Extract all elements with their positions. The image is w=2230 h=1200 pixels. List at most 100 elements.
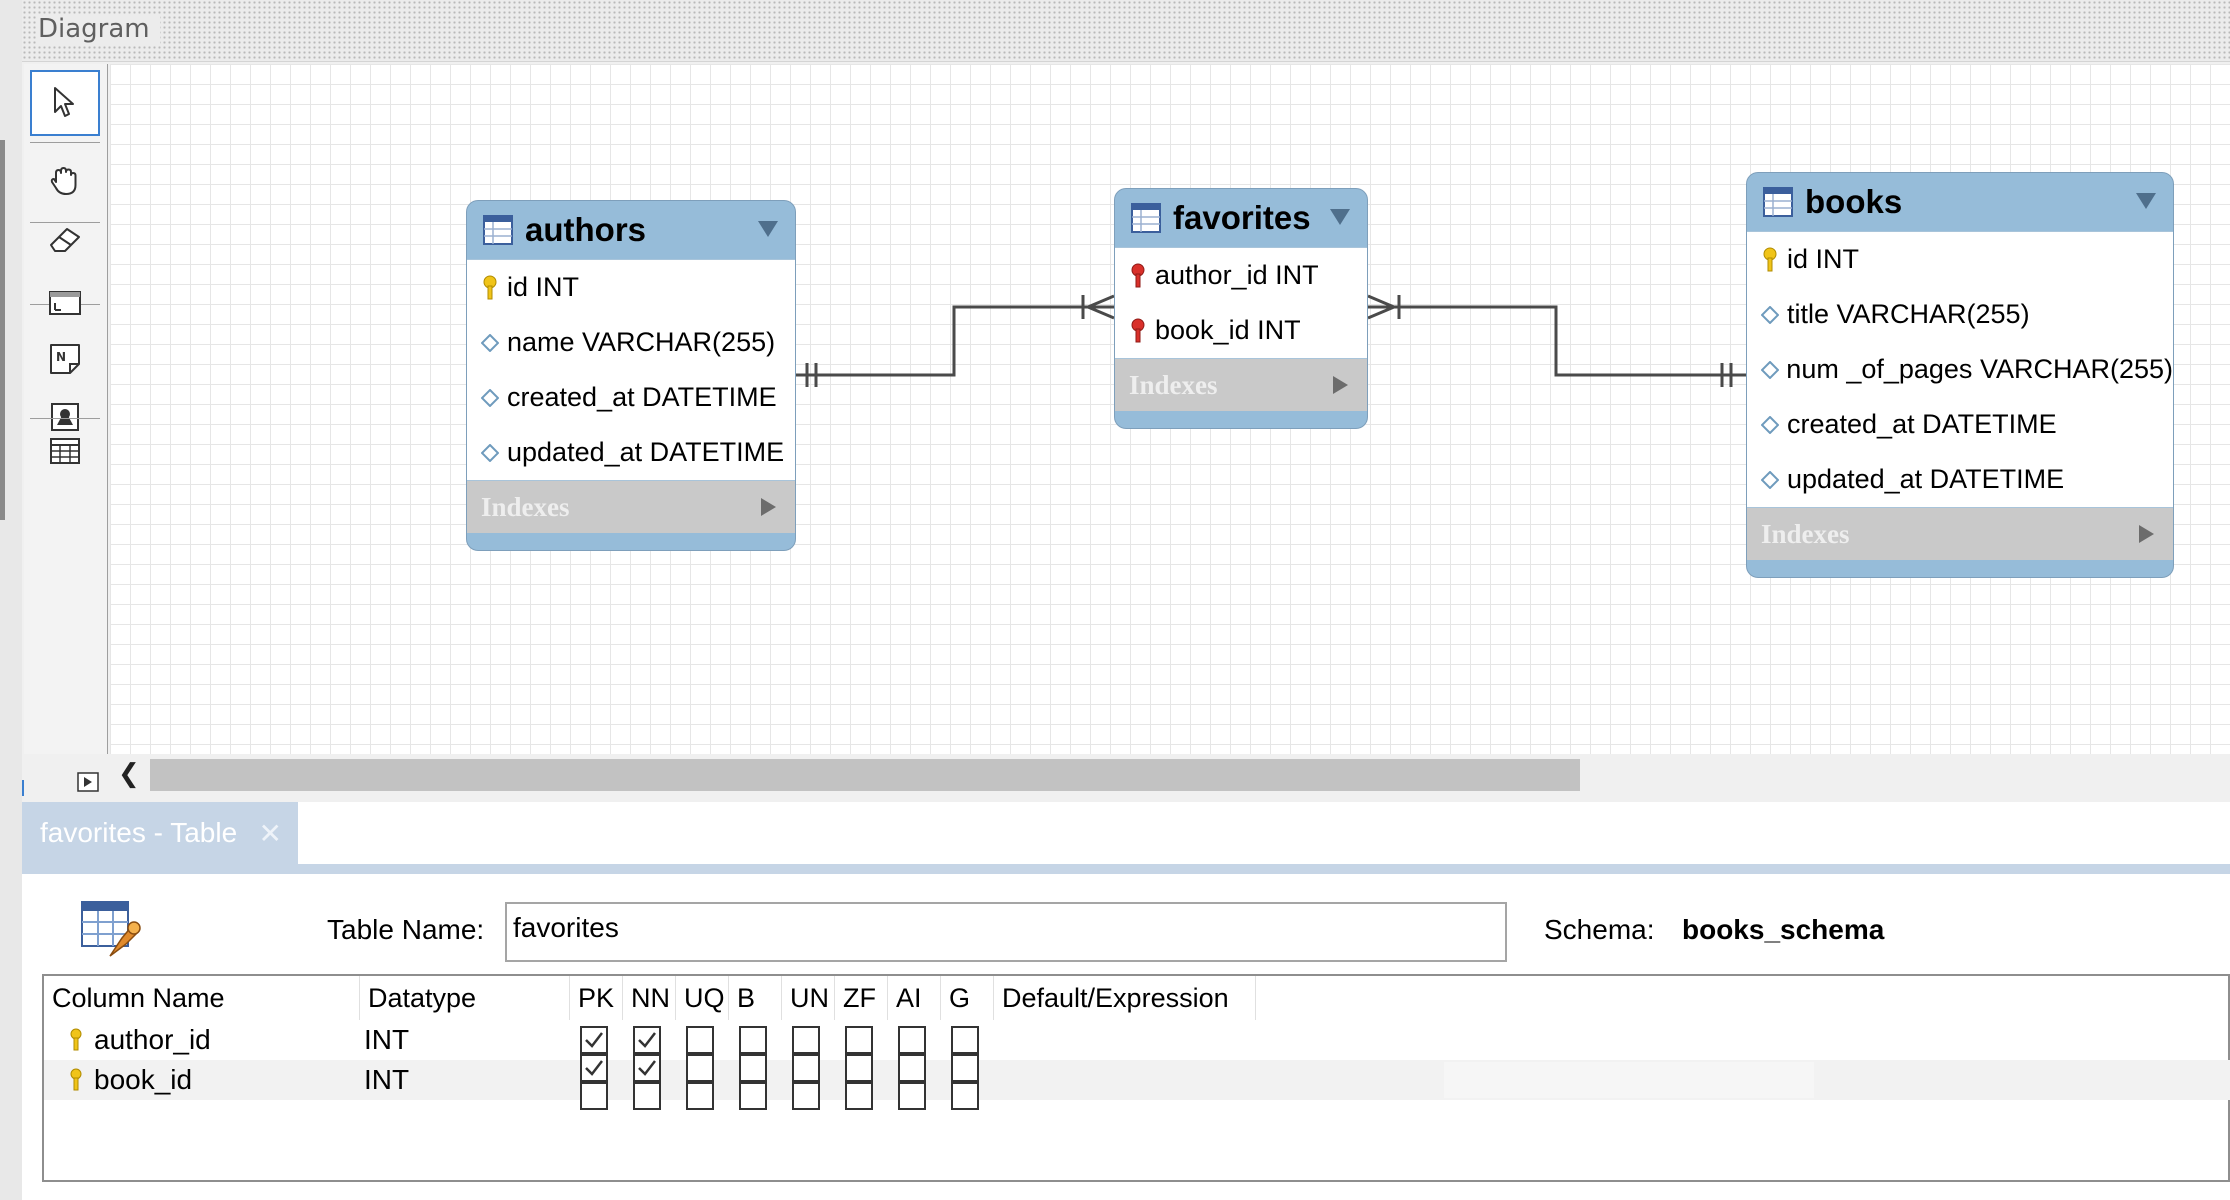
pointer-tool[interactable] (30, 70, 100, 136)
tab-favorites-table[interactable]: favorites - Table ✕ (22, 802, 298, 864)
expand-arrow-icon[interactable] (759, 497, 777, 517)
pk-checkbox[interactable] (580, 1026, 608, 1054)
un-checkbox[interactable] (792, 1026, 820, 1054)
zf-checkbox[interactable] (845, 1082, 873, 1110)
nn-checkbox[interactable] (633, 1054, 661, 1082)
header-g[interactable]: G (941, 976, 994, 1020)
uq-checkbox[interactable] (686, 1026, 714, 1054)
ai-checkbox[interactable] (898, 1026, 926, 1054)
collapse-triangle-icon[interactable] (1329, 207, 1351, 227)
column-item[interactable]: id INT (1747, 232, 2173, 287)
toolbar-separator (30, 142, 100, 143)
header-pk[interactable]: PK (570, 976, 623, 1020)
header-un[interactable]: UN (782, 976, 835, 1020)
column-item[interactable]: updated_at DATETIME (467, 425, 795, 480)
relationship-books-favorites[interactable] (1367, 294, 1746, 387)
indexes-section[interactable]: Indexes (467, 481, 795, 533)
layer-tool[interactable] (30, 270, 100, 336)
column-label: updated_at DATETIME (507, 437, 785, 467)
table-name-input[interactable]: favorites (505, 902, 1507, 962)
g-checkbox[interactable] (951, 1054, 979, 1082)
header-column-name[interactable]: Column Name (44, 976, 360, 1020)
header-zf[interactable]: ZF (835, 976, 888, 1020)
nn-checkbox[interactable] (633, 1082, 661, 1110)
table-name-label: Table Name: (327, 914, 485, 945)
column-item[interactable]: id INT (467, 260, 795, 315)
column-item[interactable]: updated_at DATETIME (1747, 452, 2173, 507)
column-name-cell[interactable]: author_id (94, 1024, 211, 1055)
b-checkbox[interactable] (739, 1026, 767, 1054)
table-tool[interactable] (30, 418, 100, 484)
uq-checkbox[interactable] (686, 1054, 714, 1082)
header-ai[interactable]: AI (888, 976, 941, 1020)
diagram-title: Diagram (38, 14, 160, 44)
note-tool[interactable]: N (30, 326, 100, 392)
g-checkbox[interactable] (951, 1026, 979, 1054)
b-checkbox[interactable] (739, 1082, 767, 1110)
hand-tool[interactable] (30, 148, 100, 214)
ai-checkbox[interactable] (898, 1082, 926, 1110)
pk-checkbox[interactable] (580, 1082, 608, 1110)
zf-checkbox[interactable] (845, 1026, 873, 1054)
column-label: title VARCHAR(255) (1787, 299, 2030, 329)
column-item[interactable]: created_at DATETIME (1747, 397, 2173, 452)
navigator-toggle-icon[interactable] (76, 770, 102, 794)
un-checkbox[interactable] (792, 1082, 820, 1110)
header-datatype[interactable]: Datatype (360, 976, 570, 1020)
column-item[interactable]: created_at DATETIME (467, 370, 795, 425)
expand-arrow-icon[interactable] (2137, 524, 2155, 544)
g-checkbox[interactable] (951, 1082, 979, 1110)
expand-arrow-icon[interactable] (1331, 375, 1349, 395)
header-b[interactable]: B (729, 976, 782, 1020)
svg-text:N: N (56, 350, 66, 364)
nn-checkbox[interactable] (633, 1026, 661, 1054)
default-expression-cell[interactable] (1444, 1062, 1814, 1098)
horizontal-scrollbar[interactable]: ❮ (110, 754, 2230, 794)
scrollbar-thumb[interactable] (150, 759, 1580, 791)
datatype-cell[interactable]: INT (364, 1024, 410, 1055)
relationship-authors-favorites[interactable] (796, 294, 1115, 387)
pk-checkbox[interactable] (580, 1054, 608, 1082)
column-name-cell[interactable]: book_id (94, 1064, 193, 1095)
column-item[interactable]: title VARCHAR(255) (1747, 287, 2173, 342)
entity-favorites[interactable]: favorites author_id INT book_id INT Inde… (1114, 188, 1368, 429)
pointer-icon (54, 87, 74, 117)
image-tool[interactable] (30, 384, 100, 450)
b-checkbox[interactable] (739, 1054, 767, 1082)
schema-value: books_schema (1682, 914, 1885, 945)
close-icon[interactable]: ✕ (258, 818, 282, 849)
entity-books[interactable]: books id INT title VARCHAR(255) num _of_… (1746, 172, 2174, 578)
scroll-left-icon[interactable]: ❮ (118, 759, 140, 789)
column-item[interactable]: author_id INT (1115, 248, 1367, 303)
entity-header[interactable]: authors (467, 201, 795, 259)
column-item[interactable]: book_id INT (1115, 303, 1367, 358)
column-item[interactable]: name VARCHAR(255) (467, 315, 795, 370)
indexes-section[interactable]: Indexes (1115, 359, 1367, 411)
schema-label: Schema: (1544, 914, 1655, 945)
un-checkbox[interactable] (792, 1054, 820, 1082)
table-row[interactable]: book_id INT (44, 1060, 2230, 1100)
datatype-cell[interactable]: INT (364, 1064, 410, 1095)
entity-footer (1115, 411, 1367, 428)
diagram-canvas[interactable]: authors id INT name VARCHAR(255) created… (110, 64, 2230, 754)
entity-header[interactable]: books (1747, 173, 2173, 231)
collapse-triangle-icon[interactable] (2135, 191, 2157, 211)
column-item[interactable]: num _of_pages VARCHAR(255) (1747, 342, 2173, 397)
entity-authors[interactable]: authors id INT name VARCHAR(255) created… (466, 200, 796, 551)
collapse-triangle-icon[interactable] (757, 219, 779, 239)
columns-grid[interactable]: Column Name Datatype PK NN UQ B UN ZF AI… (42, 974, 2230, 1182)
uq-checkbox[interactable] (686, 1082, 714, 1110)
column-diamond-icon (1761, 470, 1779, 489)
corner-marker (22, 780, 26, 796)
zf-checkbox[interactable] (845, 1054, 873, 1082)
entity-header[interactable]: favorites (1115, 189, 1367, 247)
table-row[interactable]: author_id INT (44, 1020, 2230, 1060)
header-nn[interactable]: NN (623, 976, 676, 1020)
header-default-expression[interactable]: Default/Expression (994, 976, 1256, 1020)
ai-checkbox[interactable] (898, 1054, 926, 1082)
new-row-placeholder[interactable] (44, 1100, 2230, 1140)
splitter-handle[interactable] (0, 140, 5, 520)
header-uq[interactable]: UQ (676, 976, 729, 1020)
eraser-tool[interactable] (30, 206, 100, 272)
indexes-section[interactable]: Indexes (1747, 508, 2173, 560)
